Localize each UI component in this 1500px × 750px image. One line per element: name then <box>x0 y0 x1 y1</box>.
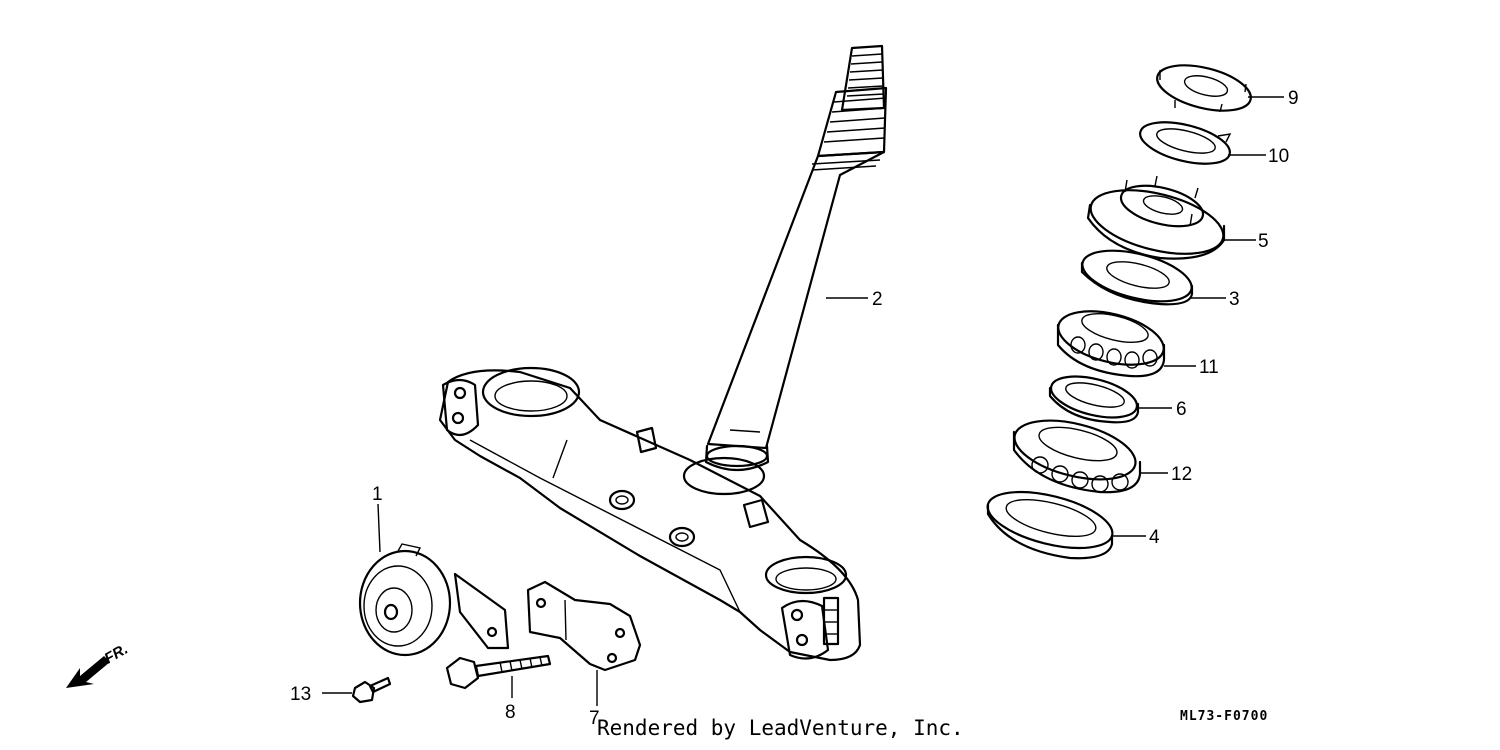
callout-5: 5 <box>1258 231 1269 252</box>
part-lock-washer-10[interactable] <box>1136 114 1234 171</box>
front-arrow-icon <box>66 656 110 688</box>
part-bearing-race-4[interactable] <box>982 481 1118 560</box>
part-lower-triple-clamp[interactable] <box>438 366 862 662</box>
part-bearing-race-6[interactable] <box>1047 369 1141 425</box>
part-adjusting-nut-5[interactable] <box>1084 175 1230 266</box>
callout-11: 11 <box>1199 357 1219 378</box>
callout-labels: 1 2 3 4 5 6 7 8 9 10 11 12 13 <box>290 88 1299 729</box>
render-credit: Rendered by LeadVenture, Inc. <box>597 716 964 740</box>
callout-7: 7 <box>589 708 600 729</box>
leader-lines <box>322 96 1284 706</box>
part-lock-nut-9[interactable] <box>1153 57 1256 119</box>
part-upper-bearing-11[interactable] <box>1053 302 1169 378</box>
callout-3: 3 <box>1229 289 1240 310</box>
part-horn-bracket[interactable] <box>526 580 642 672</box>
callout-10: 10 <box>1268 146 1289 167</box>
front-direction-indicator: FR. <box>66 641 131 688</box>
part-steering-stem[interactable] <box>704 44 888 472</box>
part-lower-bearing-12[interactable] <box>1009 410 1142 494</box>
callout-9: 9 <box>1288 88 1299 109</box>
drawing-code: ML73-F0700 <box>1180 709 1269 724</box>
callout-13: 13 <box>290 684 311 705</box>
callout-12: 12 <box>1171 464 1192 485</box>
callout-6: 6 <box>1176 399 1187 420</box>
part-dust-seal-3[interactable] <box>1077 241 1196 311</box>
callout-1: 1 <box>372 484 383 505</box>
callout-2: 2 <box>872 289 883 310</box>
callout-4: 4 <box>1149 527 1160 548</box>
part-horn[interactable] <box>358 543 510 657</box>
callout-8: 8 <box>505 702 516 723</box>
part-bolt-8[interactable] <box>445 654 552 690</box>
part-bolt-13[interactable] <box>351 676 392 704</box>
